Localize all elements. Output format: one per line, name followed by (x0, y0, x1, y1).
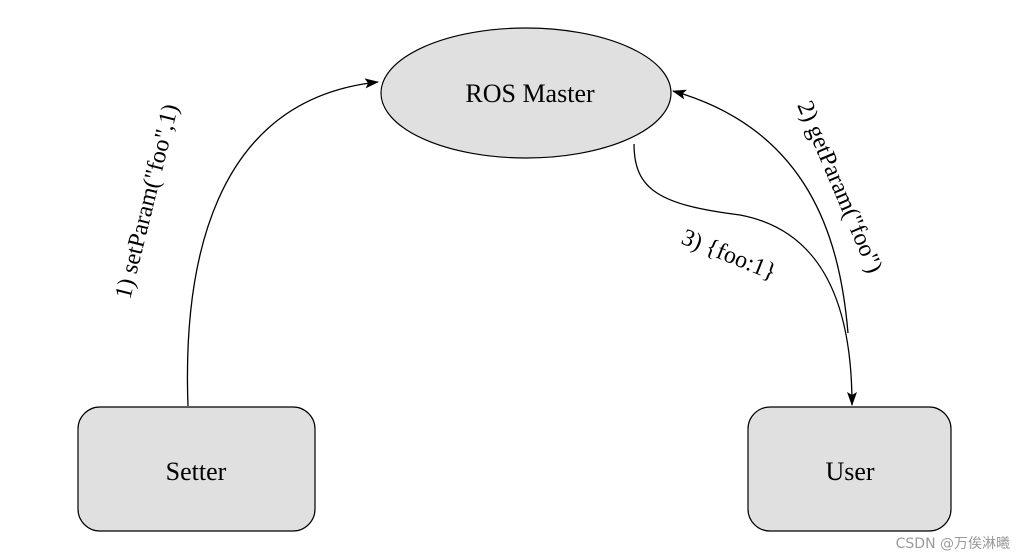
user-node: User (747, 406, 952, 532)
ros-master-label: ROS Master (465, 79, 595, 108)
user-box (747, 406, 952, 532)
set-param-arrow (186, 78, 379, 407)
set-param-label: 1) setParam("foo",1) (111, 102, 185, 302)
setter-node: Setter (77, 406, 316, 532)
ros-master-node: ROS Master (380, 27, 672, 159)
setter-box (77, 406, 316, 532)
result-label: 3) {foo:1} (678, 224, 780, 285)
ros-master-ellipse (380, 27, 672, 159)
get-param-arrow (672, 89, 849, 334)
watermark-text: CSDN @万俟淋曦 (895, 536, 1010, 552)
setter-label: Setter (166, 457, 227, 486)
result-arrow (633, 143, 857, 406)
user-label: User (825, 457, 874, 486)
